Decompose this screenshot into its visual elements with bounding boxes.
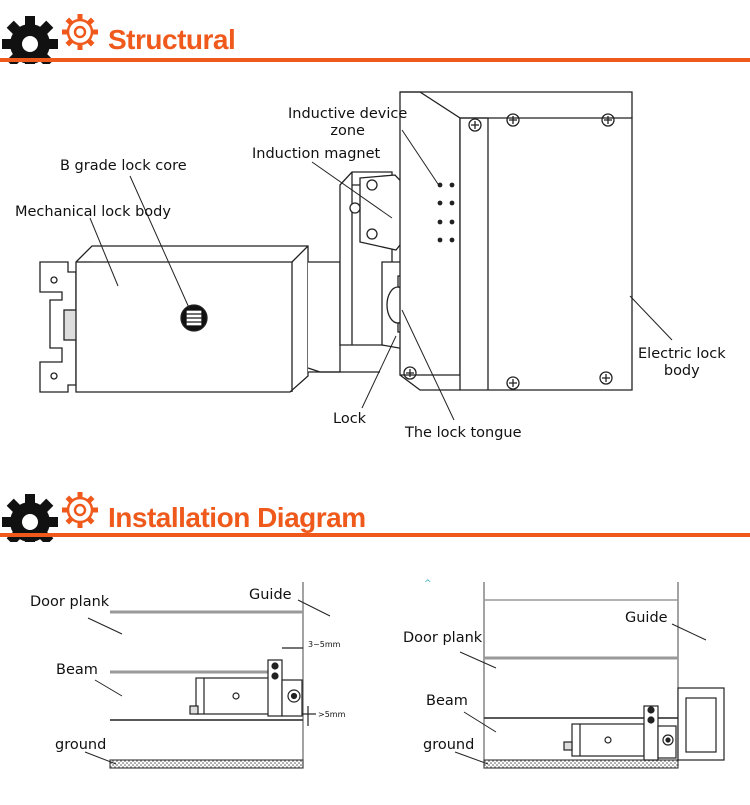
label-guide-left: Guide	[249, 587, 292, 603]
label-gap-bottom: >5mm	[318, 710, 346, 719]
header-rule	[0, 58, 750, 62]
label-ground-left: ground	[55, 737, 107, 753]
label-induction-magnet: Induction magnet	[252, 146, 381, 162]
label-door-plank-right: Door plank	[403, 630, 483, 646]
label-inductive-device-zone: Inductive device zone	[288, 106, 407, 140]
screws	[403, 113, 615, 390]
gears-icon	[2, 492, 98, 542]
structural-header: Structural	[0, 0, 750, 70]
installation-right	[454, 582, 725, 769]
label-ground-right: ground	[423, 737, 475, 753]
structural-diagram	[39, 91, 673, 421]
label-lock-tongue: The lock tongue	[405, 425, 522, 441]
section-title-structural: Structural	[108, 24, 236, 55]
installation-left	[84, 582, 331, 769]
svg-text:^: ^	[424, 579, 432, 589]
label-beam-left: Beam	[56, 662, 98, 678]
label-electric-lock-body: Electric lock body	[638, 346, 726, 380]
gears-icon	[2, 14, 98, 64]
label-mechanical-lock-body: Mechanical lock body	[15, 204, 171, 220]
mounting-plate	[39, 261, 77, 393]
label-gap-top: 3~5mm	[308, 640, 341, 649]
label-b-grade-lock-core: B grade lock core	[60, 158, 187, 174]
installation-header: Installation Diagram	[0, 478, 750, 548]
lock-core-shape	[180, 304, 208, 332]
section-title-installation: Installation Diagram	[108, 502, 366, 533]
label-lock: Lock	[333, 411, 367, 427]
label-electric-lock-body-line2: body	[663, 363, 700, 379]
label-beam-right: Beam	[426, 693, 468, 709]
label-inductive-device-zone-line1: Inductive device	[288, 106, 408, 122]
label-inductive-device-zone-line2: zone	[330, 123, 365, 139]
label-electric-lock-body-line1: Electric lock	[638, 346, 726, 362]
label-guide-right: Guide	[625, 610, 668, 626]
header-rule	[0, 533, 750, 537]
label-door-plank-left: Door plank	[30, 594, 110, 610]
